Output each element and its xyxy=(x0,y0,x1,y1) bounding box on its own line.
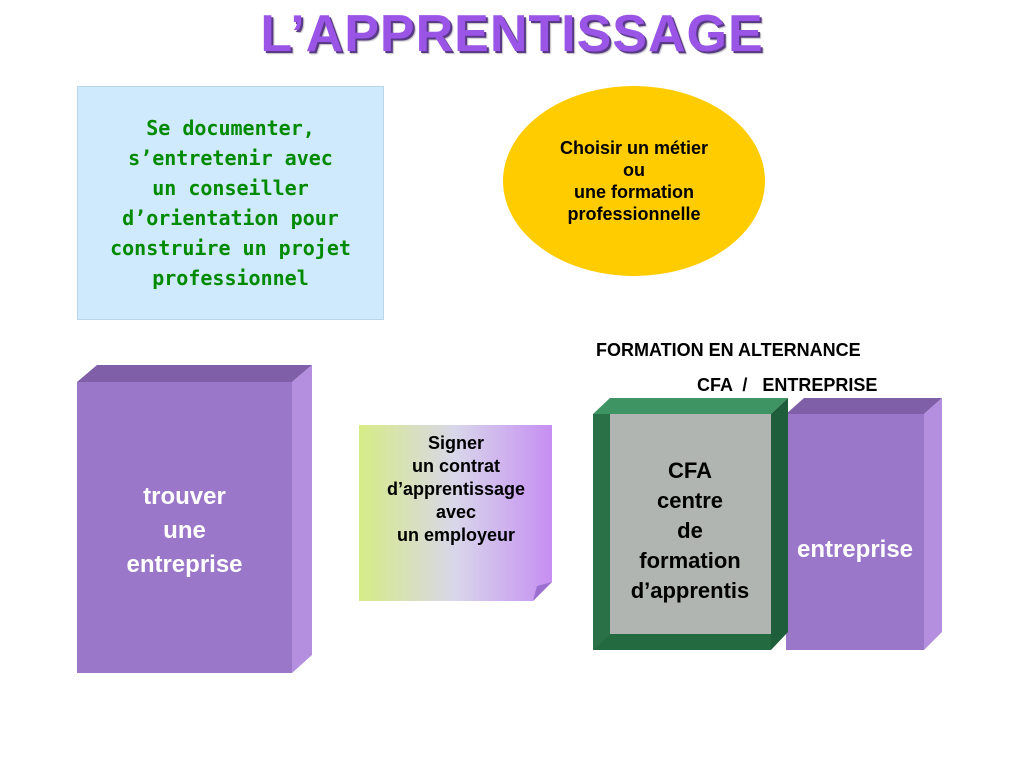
contract-note xyxy=(359,425,552,601)
cfa-block-bottom-bevel xyxy=(593,634,771,650)
company-block xyxy=(786,398,942,650)
find-company-text: trouver une entreprise xyxy=(126,483,243,578)
company-block-top xyxy=(786,398,942,414)
find-company-block-top xyxy=(77,365,312,382)
alternance-subtitle: CFA / ENTREPRISE xyxy=(697,375,878,395)
contract-note-body xyxy=(359,425,552,601)
cfa-block xyxy=(593,398,788,650)
choose-career-ellipse: Choisir un métier ou une formation profe… xyxy=(503,86,765,276)
cfa-block-side xyxy=(771,398,788,650)
find-company-block xyxy=(77,365,312,673)
documentation-box: Se documenter, s’entretenir avec un cons… xyxy=(77,86,384,320)
page-title: L’APPRENTISSAGE xyxy=(260,5,764,63)
find-company-block-front xyxy=(77,382,292,673)
cfa-text: CFA centre de formation d’apprentis xyxy=(630,458,750,603)
cfa-block-left-bevel xyxy=(593,414,610,650)
contract-note-fold xyxy=(533,582,552,601)
company-text: entreprise xyxy=(796,536,914,563)
company-block-front xyxy=(786,414,924,650)
contract-text: Signer un contrat d’apprentissage avec u… xyxy=(386,433,526,545)
find-company-block-side xyxy=(292,365,312,673)
choose-career-text: Choisir un métier ou une formation profe… xyxy=(559,138,709,224)
documentation-text: Se documenter, s’entretenir avec un cons… xyxy=(110,116,351,290)
cfa-block-inner xyxy=(610,414,771,634)
company-block-side xyxy=(924,398,942,650)
alternance-title: FORMATION EN ALTERNANCE xyxy=(596,340,861,360)
cfa-block-top xyxy=(593,398,788,414)
